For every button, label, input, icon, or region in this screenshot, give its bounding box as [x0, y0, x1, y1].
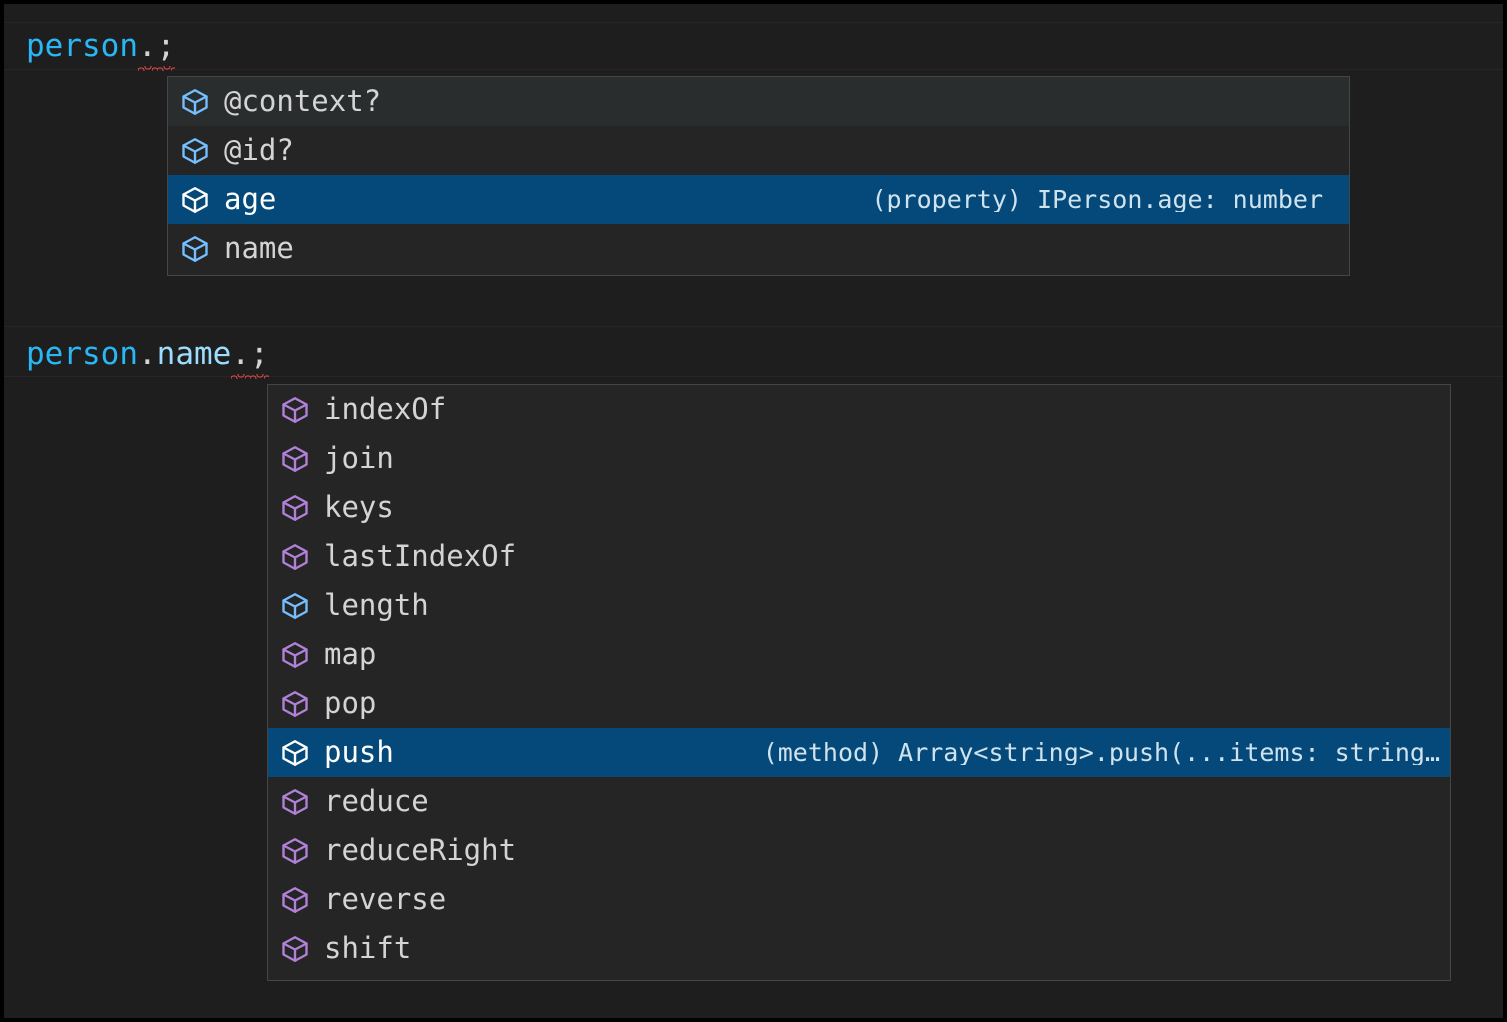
editor-rule: [4, 376, 1503, 377]
cube-method-icon: [280, 836, 310, 866]
line-person-name[interactable]: person.name.;: [26, 334, 269, 379]
suggest-item-label: push: [324, 735, 394, 769]
suggest-item-detail: (property) IPerson.age: number: [871, 187, 1323, 212]
suggest-item-label: shift: [324, 931, 412, 965]
cube-method-icon: [280, 395, 310, 425]
suggest-item-push[interactable]: push (method) Array<string>.push(...items…: [268, 728, 1450, 777]
suggest-item-context[interactable]: @context?: [168, 77, 1349, 126]
cube-property-icon: [280, 591, 310, 621]
suggest-item-label: pop: [324, 686, 377, 720]
cube-method-icon: [280, 542, 310, 572]
suggest-item-indexof[interactable]: indexOf: [268, 385, 1450, 434]
suggest-item-map[interactable]: map: [268, 630, 1450, 679]
cube-method-icon: [280, 934, 310, 964]
cube-method-icon: [280, 738, 310, 768]
code-token-punctuation-error: .: [231, 336, 250, 379]
cube-method-icon: [280, 885, 310, 915]
line-person[interactable]: person.;: [26, 26, 176, 71]
code-token-punctuation: .: [137, 336, 157, 372]
suggest-item-label: name: [224, 231, 294, 265]
suggest-item-reduce[interactable]: reduce: [268, 777, 1450, 826]
suggest-item-label: reverse: [324, 882, 447, 916]
editor-rule: [4, 69, 1503, 70]
cube-method-icon: [280, 787, 310, 817]
code-token-punctuation-error: .: [137, 28, 157, 71]
suggest-item-label: reduce: [324, 784, 429, 818]
suggest-item-keys[interactable]: keys: [268, 483, 1450, 532]
code-editor-surface[interactable]: person.;person.name.; @context?@id?age(p…: [4, 4, 1503, 1018]
suggest-widget-person[interactable]: @context? @id? age (property) IPerson.age: …: [167, 76, 1350, 276]
suggest-item-label: length: [324, 588, 429, 622]
code-token-variable: person: [26, 336, 138, 372]
suggest-item-label: @id?: [224, 133, 294, 167]
cube-method-icon: [280, 493, 310, 523]
suggest-item-label: lastIndexOf: [324, 539, 517, 573]
cube-property-icon: [180, 87, 210, 117]
code-token-punctuation-error: ;: [249, 336, 269, 379]
code-token-property: name: [156, 336, 232, 372]
cube-property-icon: [180, 136, 210, 166]
cube-property-icon: [180, 234, 210, 264]
suggest-item-id[interactable]: @id?: [168, 126, 1349, 175]
suggest-item-lastindexof[interactable]: lastIndexOf: [268, 532, 1450, 581]
suggest-item-join[interactable]: join: [268, 434, 1450, 483]
suggest-item-label: join: [324, 441, 394, 475]
cube-method-icon: [280, 640, 310, 670]
suggest-item-label: reduceRight: [324, 833, 517, 867]
cube-method-icon: [280, 689, 310, 719]
suggest-item-reverse[interactable]: reverse: [268, 875, 1450, 924]
suggest-widget-name[interactable]: indexOf join keys lastIndexOf length map pop pu…: [267, 384, 1451, 981]
suggest-item-detail: (method) Array<string>.push(...items: st…: [762, 740, 1440, 765]
suggest-item-pop[interactable]: pop: [268, 679, 1450, 728]
cube-property-icon: [180, 185, 210, 215]
suggest-item-label: keys: [324, 490, 394, 524]
suggest-item-label: indexOf: [324, 392, 447, 426]
suggest-item-age[interactable]: age (property) IPerson.age: number: [168, 175, 1349, 224]
suggest-item-label: @context?: [224, 84, 382, 118]
suggest-item-name[interactable]: name: [168, 224, 1349, 273]
cube-method-icon: [280, 444, 310, 474]
editor-rule: [4, 326, 1503, 327]
suggest-item-label: age: [224, 182, 277, 216]
suggest-item-reduceright[interactable]: reduceRight: [268, 826, 1450, 875]
code-token-variable: person: [26, 28, 138, 64]
suggest-item-label: map: [324, 637, 377, 671]
suggest-item-shift[interactable]: shift: [268, 924, 1450, 973]
editor-rule: [4, 22, 1503, 23]
suggest-item-length[interactable]: length: [268, 581, 1450, 630]
code-token-punctuation-error: ;: [156, 28, 176, 71]
